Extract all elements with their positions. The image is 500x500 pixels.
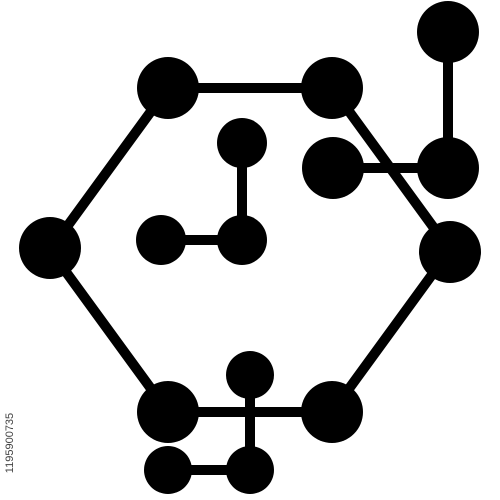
atom-bottom-right	[301, 381, 363, 443]
atom-top-left	[137, 57, 199, 119]
atom-right	[419, 221, 481, 283]
atom-top-right	[301, 57, 363, 119]
atom-right-branch-start	[302, 137, 364, 199]
atom-inner-top	[217, 118, 267, 168]
atom-far-top-right	[417, 1, 479, 63]
bond-bottom-left-to-left	[45, 245, 173, 417]
bond-left-to-top-left	[45, 83, 173, 255]
atom-bottom-branch-corner	[226, 446, 274, 494]
atom-nodes	[19, 1, 481, 494]
atom-left	[19, 217, 81, 279]
atom-inner-left	[136, 215, 186, 265]
atom-bottom-branch-left	[144, 446, 192, 494]
atom-bottom-branch-top	[226, 351, 274, 399]
side-id-text: 1195900735	[4, 412, 16, 474]
bond-right-to-bottom-right	[327, 245, 455, 417]
atom-inner-corner	[217, 215, 267, 265]
atom-bottom-left	[137, 381, 199, 443]
atom-right-branch-end	[417, 137, 479, 199]
